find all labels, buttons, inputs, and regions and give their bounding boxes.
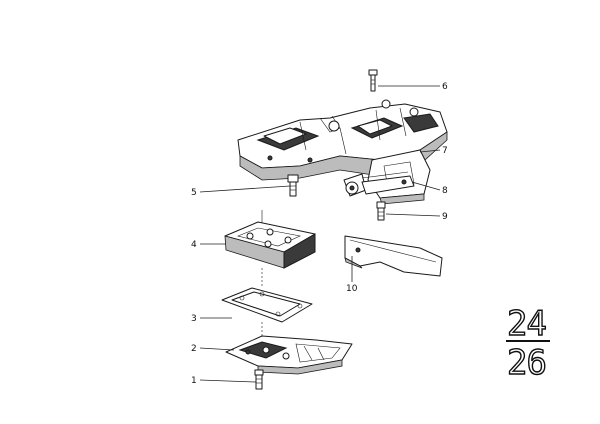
callout-10: 10	[346, 284, 358, 294]
leader-9	[385, 213, 441, 217]
callout-4: 4	[191, 240, 197, 250]
part-screw-bottom	[254, 369, 264, 390]
leader-1	[199, 379, 257, 383]
callout-8: 8	[442, 186, 448, 196]
part-lever-plate	[361, 175, 415, 195]
group-code-bottom: 26	[507, 343, 546, 383]
part-valve-plate-2	[225, 335, 353, 375]
part-screw-small	[376, 201, 386, 221]
callout-2: 2	[191, 344, 197, 354]
group-code: 24 26	[506, 303, 550, 384]
leader-2	[199, 347, 235, 351]
part-bolt-5	[287, 174, 299, 197]
leader-8	[411, 181, 441, 191]
callout-6: 6	[442, 82, 448, 92]
callout-numbers: 1 2 3 4 5 6 7 8 9 10	[191, 82, 448, 386]
callout-9: 9	[442, 212, 448, 222]
leader-lines	[199, 85, 441, 383]
leader-5	[199, 185, 291, 193]
group-code-top: 24	[507, 304, 546, 344]
callout-1: 1	[191, 376, 197, 386]
callout-7: 7	[442, 146, 448, 156]
part-valve-cover-4	[224, 210, 316, 269]
leader-7	[419, 149, 441, 153]
callout-5: 5	[191, 188, 197, 198]
callout-3: 3	[191, 314, 197, 324]
part-bracket-10	[344, 235, 443, 277]
part-bolt-top	[368, 69, 378, 92]
part-valve-body-housing	[237, 99, 448, 205]
part-gasket-3	[221, 287, 313, 323]
